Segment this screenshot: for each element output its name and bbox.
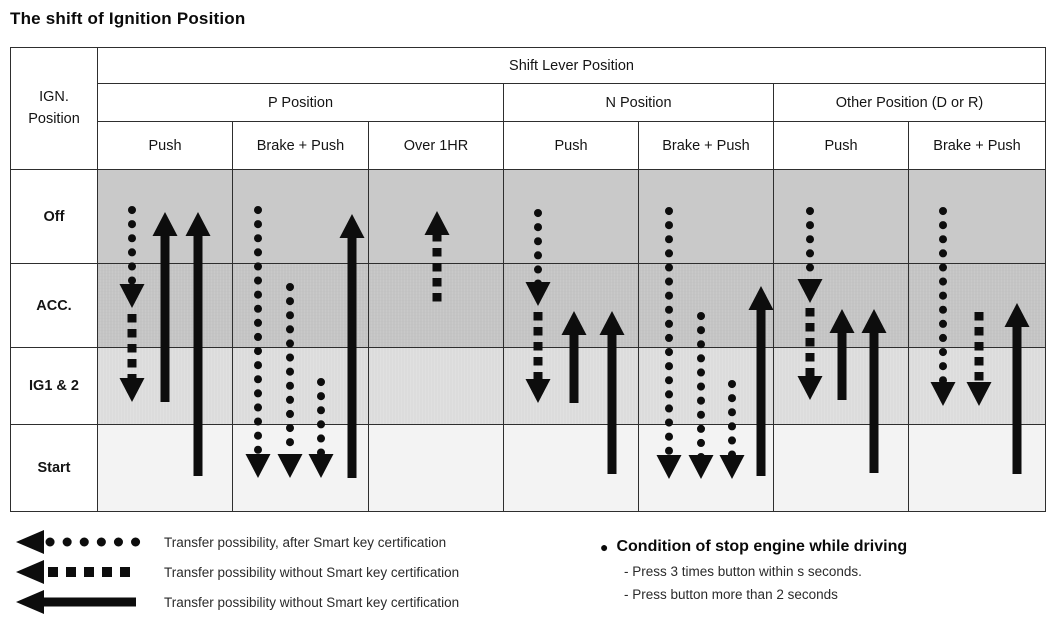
notes: ● Condition of stop engine while driving… <box>600 538 1040 602</box>
col-header-n-brake-push: Brake + Push <box>638 121 774 170</box>
legend-label: Transfer possibility without Smart key c… <box>164 564 460 580</box>
cell-acc-p-over-1hr <box>368 263 504 348</box>
dashed-arrow-icon <box>16 560 131 584</box>
cell-acc-other-push <box>773 263 909 348</box>
cell-off-other-push <box>773 169 909 264</box>
col-header-p-over-1hr: Over 1HR <box>368 121 504 170</box>
col-header-other-brake-push: Brake + Push <box>907 121 1047 170</box>
notes-heading-text: Condition of stop engine while driving <box>616 538 908 555</box>
legend: Transfer possibility, after Smart key ce… <box>14 527 459 617</box>
cell-start-p-push <box>97 424 233 512</box>
group-header-p-position: P Position <box>97 83 504 122</box>
legend-row-dotted: Transfer possibility, after Smart key ce… <box>14 527 459 557</box>
cell-ig-n-brake-push <box>638 347 774 425</box>
row-label-start: Start <box>10 424 98 512</box>
row-label-ig1-2: IG1 & 2 <box>10 347 98 425</box>
page-title: The shift of Ignition Position <box>10 9 246 28</box>
bullet-icon: ● <box>600 539 609 555</box>
legend-row-dashed: Transfer possibility without Smart key c… <box>14 557 459 587</box>
legend-label: Transfer possibility, after Smart key ce… <box>164 534 447 550</box>
cell-ig-n-push <box>503 347 639 425</box>
cell-acc-other-brake-push <box>907 263 1047 348</box>
col-header-p-push: Push <box>97 121 233 170</box>
ignition-shift-table: IGN. Position Shift Lever Position P Pos… <box>10 47 1047 512</box>
cell-off-other-brake-push <box>907 169 1047 264</box>
cell-off-n-brake-push <box>638 169 774 264</box>
cell-acc-p-push <box>97 263 233 348</box>
cell-ig-other-brake-push <box>907 347 1047 425</box>
header-shift-lever-position: Shift Lever Position <box>96 47 1047 84</box>
cell-off-n-push <box>503 169 639 264</box>
corner-header-ign-position: IGN. Position <box>10 47 98 170</box>
cell-start-p-brake-push <box>232 424 369 512</box>
cell-start-other-push <box>773 424 909 512</box>
group-header-n-position: N Position <box>503 83 774 122</box>
notes-heading: ● Condition of stop engine while driving <box>600 538 1040 556</box>
cell-start-n-push <box>503 424 639 512</box>
cell-start-p-over-1hr <box>368 424 504 512</box>
cell-ig-p-brake-push <box>232 347 369 425</box>
cell-ig-p-over-1hr <box>368 347 504 425</box>
cell-off-p-push <box>97 169 233 264</box>
solid-arrow-icon <box>16 590 136 614</box>
cell-start-other-brake-push <box>907 424 1047 512</box>
legend-label: Transfer possibility without Smart key c… <box>164 594 460 610</box>
legend-row-solid: Transfer possibility without Smart key c… <box>14 587 459 617</box>
row-label-off: Off <box>10 169 98 264</box>
col-header-other-push: Push <box>773 121 909 170</box>
row-label-acc: ACC. <box>10 263 98 348</box>
dotted-arrow-icon <box>16 530 141 554</box>
col-header-n-push: Push <box>503 121 639 170</box>
cell-acc-n-brake-push <box>638 263 774 348</box>
cell-acc-n-push <box>503 263 639 348</box>
group-header-other-position: Other Position (D or R) <box>772 83 1047 122</box>
notes-item-2: - Press button more than 2 seconds <box>624 587 838 602</box>
notes-item-1: - Press 3 times button within s seconds. <box>624 564 862 579</box>
cell-off-p-brake-push <box>232 169 369 264</box>
cell-off-p-over-1hr <box>368 169 504 264</box>
cell-ig-other-push <box>773 347 909 425</box>
cell-ig-p-push <box>97 347 233 425</box>
col-header-p-brake-push: Brake + Push <box>232 121 369 170</box>
cell-acc-p-brake-push <box>232 263 369 348</box>
cell-start-n-brake-push <box>638 424 774 512</box>
